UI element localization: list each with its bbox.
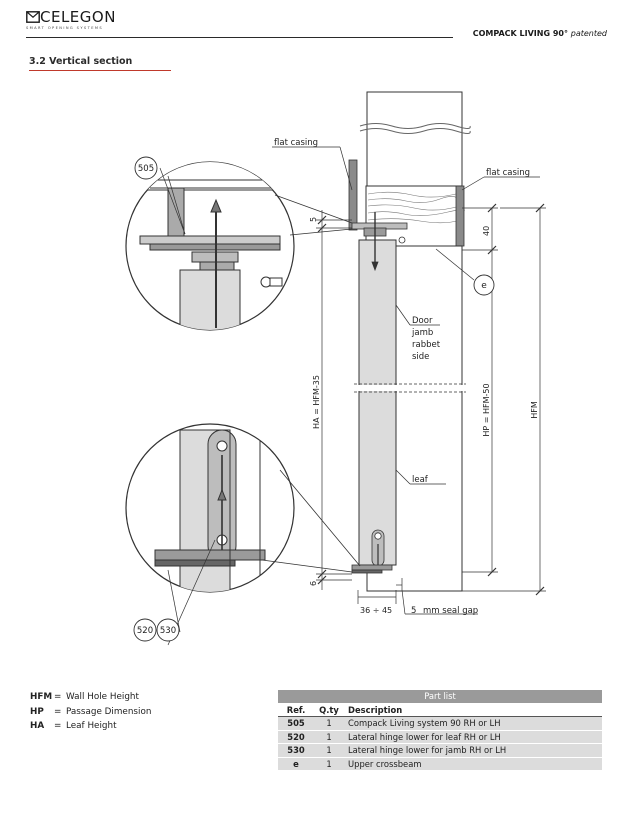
bottom-hinge [351, 529, 393, 574]
vertical-section-drawing: flat casing flat casing Door jamb rabbet… [125, 91, 546, 646]
legend-key: HFM [30, 692, 53, 702]
svg-text:e: e [481, 281, 487, 291]
callout-e: e [473, 274, 495, 296]
flat-casing-left [348, 159, 358, 231]
label-door-jamb-2: jamb [411, 328, 433, 338]
col-header-desc: Description [344, 703, 602, 717]
cell-ref: e [278, 757, 314, 771]
svg-text:505: 505 [138, 164, 154, 174]
table-row: e 1 Upper crossbeam [278, 757, 602, 771]
label-leaf: leaf [412, 475, 429, 485]
part-list-caption: Part list [278, 690, 602, 704]
svg-text:520: 520 [137, 626, 153, 636]
callout-530: 530 [156, 618, 180, 642]
legend-key: HA [30, 721, 45, 731]
cell-desc: Upper crossbeam [344, 757, 602, 771]
cell-qty: 1 [314, 757, 344, 771]
legend-desc: Leaf Height [66, 721, 117, 731]
wall-upper [359, 91, 471, 189]
dimension-ticks [317, 203, 545, 596]
legend-row: HFM=Wall Hole Height [30, 690, 151, 705]
product-title: COMPACK LIVING 90° patented [472, 29, 607, 38]
callout-505: 505 [134, 156, 158, 180]
detail-top-leaders [274, 194, 353, 236]
header-rule [26, 37, 453, 38]
table-row: 530 1 Lateral hinge lower for jamb RH or… [278, 743, 602, 758]
dim-top-gap: 5 [309, 217, 318, 222]
dim-hp: HP = HFM-50 [482, 383, 491, 436]
section-underline [29, 70, 171, 72]
part-list-table: Part list Ref. Q.ty Description 505 1 Co… [278, 690, 602, 771]
cell-qty: 1 [314, 743, 344, 758]
break-lines [354, 383, 466, 393]
door-leaf [358, 239, 397, 566]
abbreviation-legend: HFM=Wall Hole Height HP=Passage Dimensio… [30, 690, 151, 734]
col-header-qty: Q.ty [314, 703, 344, 717]
detail-bottom-leaders [261, 469, 361, 573]
cell-ref: 505 [278, 716, 314, 731]
label-flat-casing-left: flat casing [274, 138, 318, 148]
dim-thickness: 36 ÷ 45 [360, 606, 392, 615]
col-header-ref: Ref. [278, 703, 314, 717]
cell-desc: Lateral hinge lower for jamb RH or LH [344, 743, 602, 758]
logo-text: CELEGON [40, 8, 116, 26]
cell-qty: 1 [314, 730, 344, 744]
dim-hfm: HFM [530, 401, 539, 419]
table-row: 505 1 Compack Living system 90 RH or LH [278, 716, 602, 731]
cell-ref: 530 [278, 743, 314, 758]
label-seal-gap: mm seal gap [423, 606, 478, 616]
section-title: 3.2 Vertical section [29, 56, 133, 67]
legend-row: HP=Passage Dimension [30, 705, 151, 720]
logo-tagline: SMART OPENING SYSTEMS [26, 26, 104, 30]
dim-bottom-gap: 6 [309, 581, 318, 586]
flat-casing-right [455, 185, 465, 247]
label-flat-casing-right: flat casing [486, 168, 530, 178]
detail-circle-bottom [125, 423, 295, 593]
label-door-jamb-1: Door [412, 316, 433, 326]
cell-ref: 520 [278, 730, 314, 744]
svg-text:530: 530 [160, 626, 176, 636]
dim-crossbeam: 40 [482, 226, 491, 236]
cell-desc: Compack Living system 90 RH or LH [344, 716, 602, 731]
top-hardware [351, 212, 408, 272]
legend-key: HP [30, 706, 44, 717]
label-seal-gap-value: 5 [411, 606, 416, 616]
crossbeam-wood [365, 185, 465, 247]
cell-qty: 1 [314, 716, 344, 731]
logo-mark-icon [26, 11, 40, 23]
label-leaders [159, 146, 540, 646]
cell-desc: Lateral hinge lower for leaf RH or LH [344, 730, 602, 744]
legend-desc: Passage Dimension [66, 706, 152, 717]
legend-desc: Wall Hole Height [66, 692, 139, 702]
legend-row: HA=Leaf Height [30, 719, 151, 734]
label-door-jamb-3: rabbet [412, 340, 441, 350]
callout-520: 520 [133, 618, 157, 642]
table-row: 520 1 Lateral hinge lower for leaf RH or… [278, 730, 602, 744]
label-door-jamb-4: side [412, 352, 429, 362]
company-logo: CELEGON SMART OPENING SYSTEMS [26, 9, 116, 30]
dim-ha: HA = HFM-35 [312, 375, 321, 429]
product-note: patented [570, 29, 607, 38]
